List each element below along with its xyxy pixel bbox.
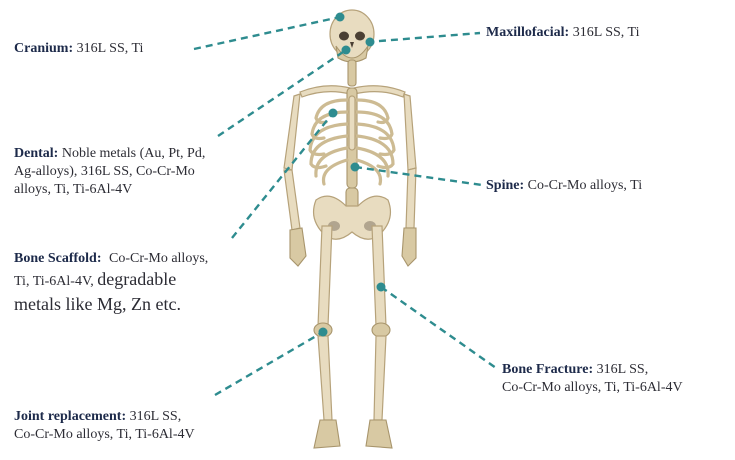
leader-maxillofacial [367,33,480,42]
label-bone-scaffold-name: Bone Scaffold: [14,251,102,266]
marker-dental [342,46,351,55]
cervical-spine [348,60,356,86]
label-dental-line1: Noble metals (Au, Pt, Pd, [62,146,206,161]
clavicle-right [354,86,405,97]
label-dental: Dental: Noble metals (Au, Pt, Pd, Ag-all… [14,145,205,199]
label-joint-replacement-line1: 316L SS, [130,409,182,424]
marker-bone-fracture [377,283,386,292]
label-bone-fracture-line1: 316L SS, [597,362,649,377]
skeleton-illustration [284,10,416,448]
label-joint-replacement: Joint replacement: 316L SS, Co-Cr-Mo all… [14,408,195,444]
marker-bone-scaffold [329,109,338,118]
femur-left [318,226,332,326]
label-bone-scaffold: Bone Scaffold: Co-Cr-Mo alloys, Ti, Ti-6… [14,250,208,315]
marker-maxillofacial [366,38,375,47]
hand-left [290,228,306,266]
label-spine-materials: Co-Cr-Mo alloys, Ti [528,178,642,193]
label-bone-scaffold-line3: metals like Mg, Zn etc. [14,293,208,315]
femur-right [372,226,386,326]
label-bone-scaffold-line1: Co-Cr-Mo alloys, [109,251,208,266]
label-joint-replacement-line2: Co-Cr-Mo alloys, Ti, Ti-6Al-4V [14,426,195,444]
humerus-right [404,94,416,170]
foot-right [366,420,392,448]
foot-left [314,420,340,448]
marker-cranium [336,13,345,22]
label-joint-replacement-name: Joint replacement: [14,409,126,424]
marker-joint-replacement [319,328,328,337]
knee-right [372,323,390,337]
label-dental-line2: Ag-alloys), 316L SS, Co-Cr-Mo [14,163,205,181]
leader-lines [194,13,496,396]
label-maxillofacial-materials: 316L SS, Ti [573,25,640,40]
leader-cranium [194,17,340,49]
tibia-right [374,336,386,420]
label-dental-name: Dental: [14,146,58,161]
label-bone-fracture-line2: Co-Cr-Mo alloys, Ti, Ti-6Al-4V [502,379,683,397]
label-maxillofacial: Maxillofacial: 316L SS, Ti [486,24,640,42]
eye-socket-left [339,32,349,41]
label-maxillofacial-name: Maxillofacial: [486,25,569,40]
leader-joint-replacement [215,332,323,395]
forearm-right [406,168,416,228]
label-bone-scaffold-line2b: degradable [97,269,176,289]
label-cranium: Cranium: 316L SS, Ti [14,40,143,58]
label-bone-fracture: Bone Fracture: 316L SS, Co-Cr-Mo alloys,… [502,361,683,397]
tibia-left [318,336,332,420]
sternum [349,96,355,150]
hand-right [402,228,416,266]
label-spine-name: Spine: [486,178,524,193]
marker-spine [351,163,360,172]
label-bone-fracture-name: Bone Fracture: [502,362,593,377]
label-dental-line3: alloys, Ti, Ti-6Al-4V [14,181,205,199]
label-spine: Spine: Co-Cr-Mo alloys, Ti [486,177,642,195]
label-cranium-materials: 316L SS, Ti [77,41,144,56]
label-cranium-name: Cranium: [14,41,73,56]
clavicle-left [300,86,350,97]
label-bone-scaffold-line2: Ti, Ti-6Al-4V, [14,274,94,289]
forearm-left [284,170,300,230]
eye-socket-right [355,32,365,41]
leader-bone-fracture [381,287,496,368]
